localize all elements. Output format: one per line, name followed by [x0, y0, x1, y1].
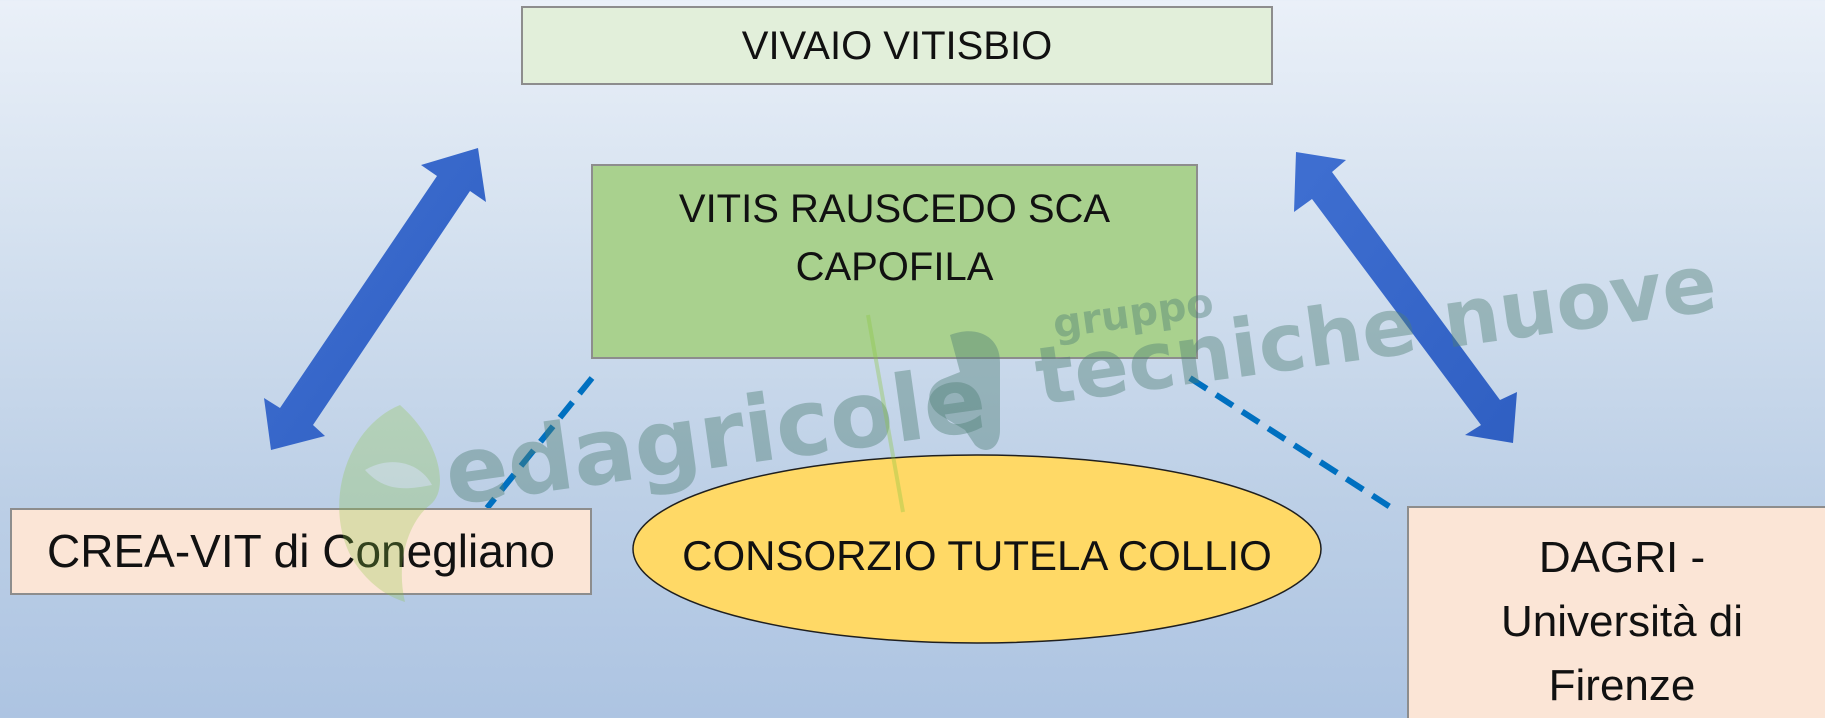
consorzio-label: CONSORZIO TUTELA COLLIO — [682, 532, 1272, 579]
capofila-label-line2: CAPOFILA — [795, 245, 994, 289]
crea-label: CREA-VIT di Conegliano — [47, 524, 555, 577]
consorzio-ellipse — [632, 454, 1322, 644]
capofila-box: VITIS RAUSCEDO SCA CAPOFILA — [591, 164, 1198, 359]
dashed-link-capofila-crea — [484, 376, 595, 510]
vivaio-vitisbio-box: VIVAIO VITISBIO — [521, 6, 1273, 85]
capofila-label-line1: VITIS RAUSCEDO SCA — [678, 187, 1111, 231]
dagri-label-line1: DAGRI - — [1538, 533, 1706, 582]
consorzio-label-wrap: CONSORZIO TUTELA COLLIO — [632, 455, 1322, 645]
crea-vit-box: CREA-VIT di Conegliano — [10, 508, 592, 595]
vivaio-label: VIVAIO VITISBIO — [741, 23, 1053, 68]
double-arrow-crea-vivaio — [264, 148, 486, 450]
dagri-label-line2: Università di — [1500, 596, 1744, 646]
double-arrow-vivaio-dagri — [1294, 152, 1517, 443]
dagri-box: DAGRI - Università di Firenze — [1407, 506, 1825, 718]
dashed-link-capofila-dagri — [1188, 375, 1400, 515]
dagri-label-line3: Firenze — [1548, 660, 1696, 710]
